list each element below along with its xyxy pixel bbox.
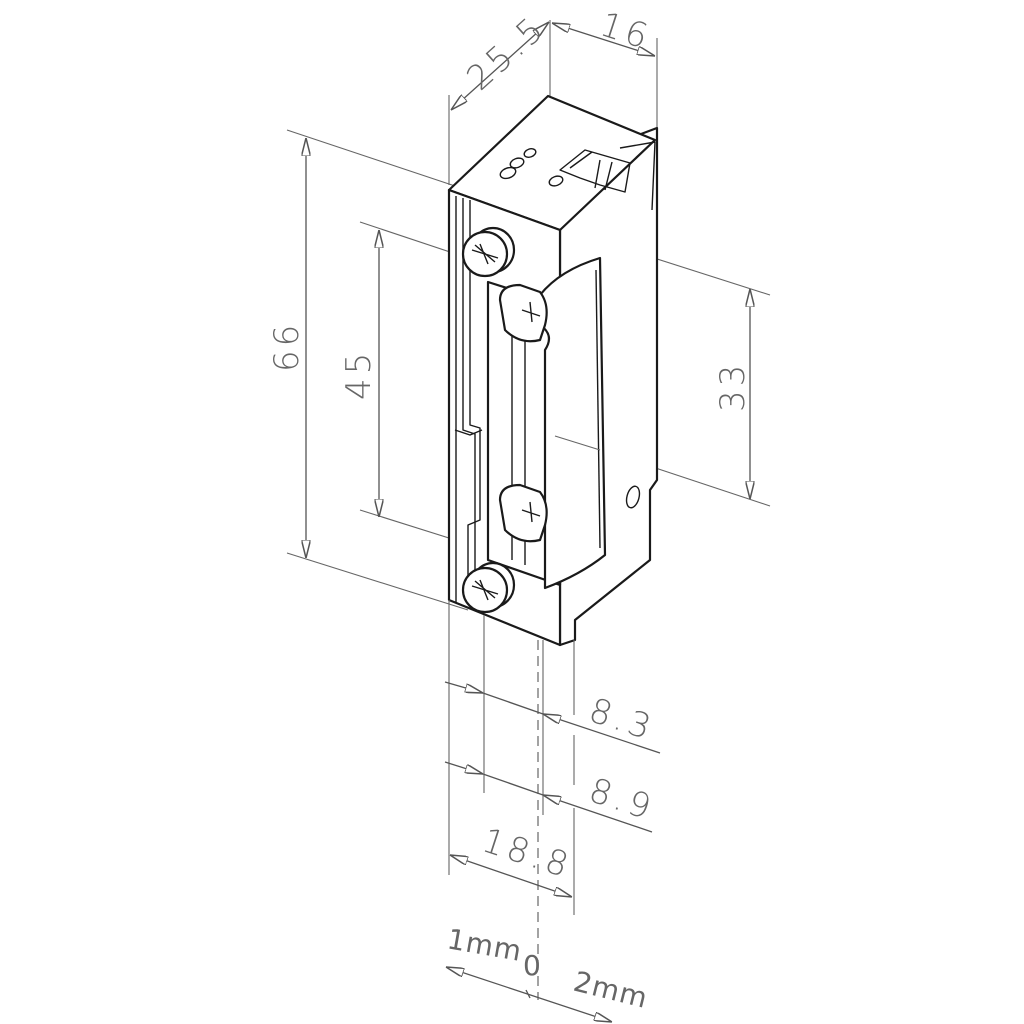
latch-screw-bottom — [498, 483, 548, 543]
mounting-screw-bottom — [461, 561, 516, 614]
dimension-screw-spacing-label: 45 — [339, 349, 379, 400]
dimension-depth-label: 25.5 — [459, 8, 554, 99]
mounting-screw-top — [461, 226, 516, 278]
left-dimensions: 66 45 — [267, 129, 469, 611]
scale-right-label: 2mm — [570, 965, 651, 1015]
dimension-width-label: 16 — [595, 5, 656, 59]
dimension-faceplate-width-label: 18.8 — [477, 821, 577, 887]
dimension-overall-height-label: 66 — [267, 321, 307, 372]
door-strike-body — [447, 94, 659, 647]
scale-left-label: 1mm — [445, 922, 525, 968]
latch-screw-top — [498, 283, 548, 343]
scale-indicator: 1mm 0 2mm — [445, 922, 651, 1022]
dimension-offset-a-label: 8.3 — [584, 691, 659, 749]
dimension-latch-opening-label: 33 — [713, 361, 753, 412]
scale-zero-label: 0 — [523, 949, 542, 982]
dimension-offset-b-label: 8.9 — [584, 771, 659, 829]
